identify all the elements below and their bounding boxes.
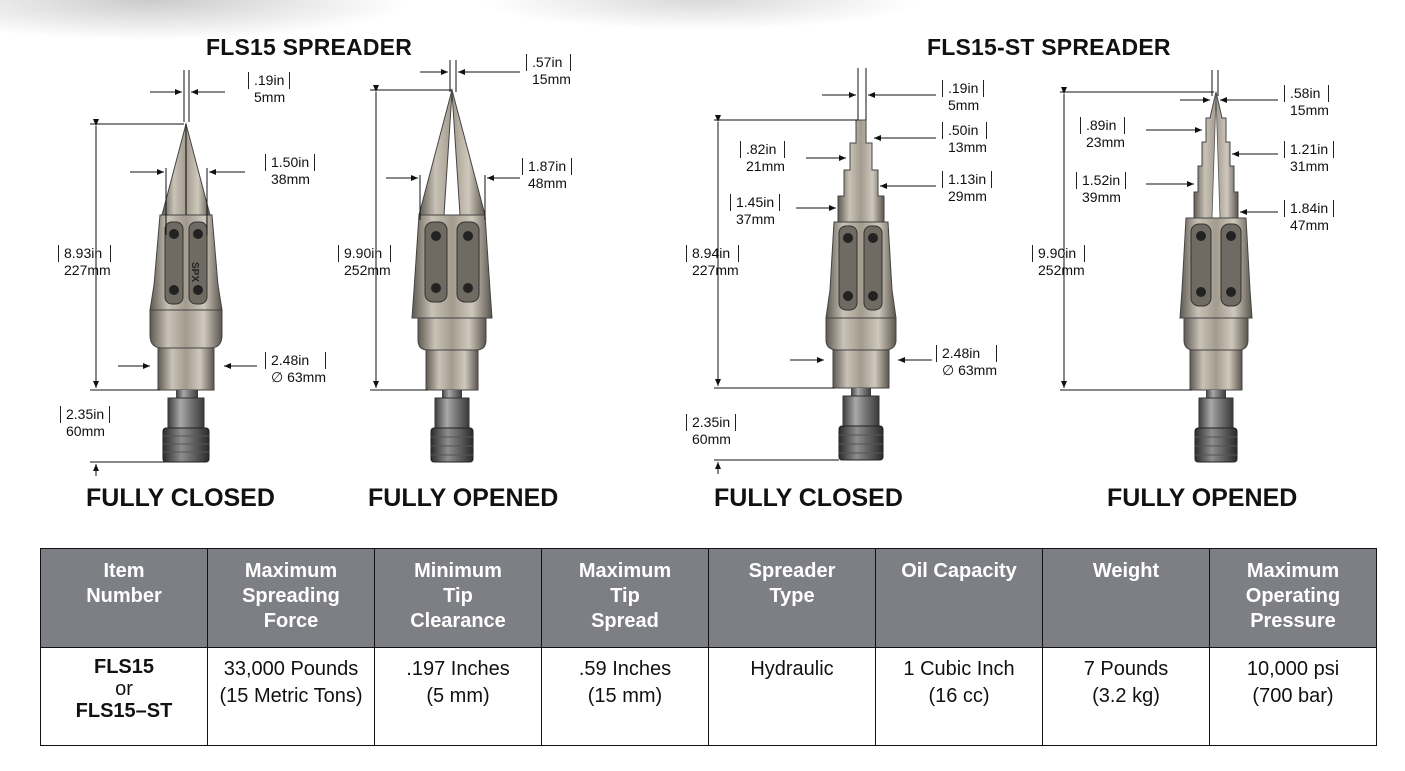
tool-fls15-closed: SPX (149, 122, 223, 463)
top-shadow (0, 0, 1405, 40)
cell-oil-capacity: 1 Cubic Inch(16 cc) (875, 647, 1043, 746)
heading-fls15: FLS15 SPREADER (206, 34, 413, 60)
header-oil-capacity: Oil Capacity (875, 548, 1043, 648)
heading-fls15-st: FLS15-ST SPREADER (927, 34, 1171, 60)
label-fls15-st-closed: FULLY CLOSED (714, 484, 903, 512)
cell-tip-spread: .59 Inches(15 mm) (541, 647, 709, 746)
label-fls15-st-opened: FULLY OPENED (1107, 484, 1298, 512)
label-fls15-opened: FULLY OPENED (368, 484, 559, 512)
cell-spreading-force: 33,000 Pounds(15 Metric Tons) (207, 647, 375, 746)
dim-a-diameter: 2.48in∅ 63mm (265, 352, 326, 386)
cell-operating-pressure: 10,000 psi(700 bar) (1209, 647, 1377, 746)
header-weight: Weight (1042, 548, 1210, 648)
cell-spreader-type: Hydraulic (708, 647, 876, 746)
cell-weight: 7 Pounds(3.2 kg) (1042, 647, 1210, 746)
tool-fls15-st-closed (825, 119, 897, 461)
dimension-lines (90, 60, 1278, 476)
dim-c-diameter: 2.48in∅ 63mm (936, 345, 997, 379)
spreader-drawings: SPX (90, 60, 1278, 476)
cell-tip-clearance: .197 Inches(5 mm) (374, 647, 542, 746)
tool-fls15-opened (411, 88, 493, 463)
label-fls15-closed: FULLY CLOSED (86, 484, 275, 512)
tool-fls15-st-opened (1179, 91, 1253, 463)
svg-text:SPX: SPX (189, 262, 200, 282)
